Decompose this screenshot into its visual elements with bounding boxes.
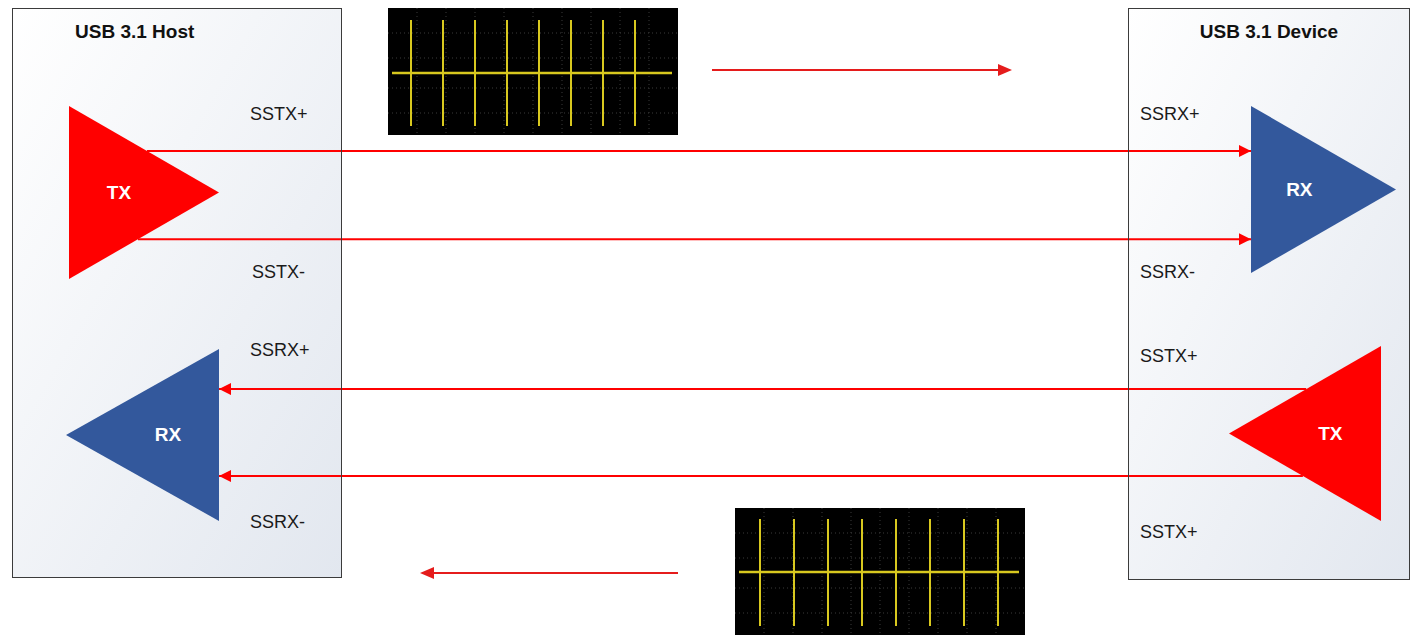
signal-line [147,150,1251,152]
transceiver-label: RX [1286,179,1312,201]
box-fill [1128,8,1410,580]
device-box: USB 3.1 DeviceRX TX [1128,8,1410,580]
signal-pin-name: SSRX- [250,512,305,533]
scope-baseline [739,571,1019,574]
scope-grid [735,508,1025,635]
signal-pin-name: SSRX+ [250,340,310,361]
oscilloscope-trace [388,8,678,135]
transceiver-triangle-right: TX [69,106,219,279]
box-fill [12,8,342,578]
transceiver-label: TX [107,182,131,204]
transceiver-triangle-left: RX [66,349,219,521]
scope-screen [388,8,678,135]
pin-label-holder: SSTX+ [1140,346,1198,367]
triangle-shape [69,106,219,279]
signal-pin-name: SSTX+ [250,104,308,125]
signal-pin-name: SSTX+ [1140,522,1198,543]
scope-screen [735,508,1025,635]
transceiver-label: RX [155,424,181,446]
triangle-fill [1251,106,1396,273]
signal-line [138,238,1251,240]
triangle-fill [66,349,219,521]
signal-pin-name: SSTX- [252,262,305,283]
pin-label-holder: SSRX- [1140,262,1195,283]
signal-line [219,388,1306,390]
transceiver-triangle-right: RX [1251,106,1396,273]
scope-pulses [411,20,635,126]
transceiver-triangle-left: TX [1229,346,1381,521]
pin-label-holder: SSTX- [252,262,305,283]
signal-pin-name: SSRX- [1140,262,1195,283]
pin-label-holder: SSRX- [250,512,305,533]
pin-label-holder: SSRX+ [1140,104,1200,125]
pin-label-holder: SSTX+ [1140,522,1198,543]
scope-grid [388,8,678,135]
transceiver-label: TX [1318,423,1342,445]
triangle-fill [69,106,219,279]
box-heading: USB 3.1 Device [1200,21,1338,43]
oscilloscope-trace [735,508,1025,635]
triangle-shape [66,349,219,521]
scope-baseline [392,72,672,75]
direction-arrow [712,64,1012,76]
signal-line [219,475,1303,477]
signal-pin-name: SSRX+ [1140,104,1200,125]
scope-pulses [760,519,998,626]
device-box: USB 3.1 HostTX RX [12,8,342,578]
triangle-shape [1229,346,1381,521]
signal-pin-name: SSTX+ [1140,346,1198,367]
pin-label-holder: SSRX+ [250,340,310,361]
triangle-fill [1229,346,1381,521]
direction-arrow [420,567,678,579]
pin-label-holder: SSTX+ [250,104,308,125]
triangle-shape [1251,106,1396,273]
box-heading: USB 3.1 Host [75,21,194,43]
